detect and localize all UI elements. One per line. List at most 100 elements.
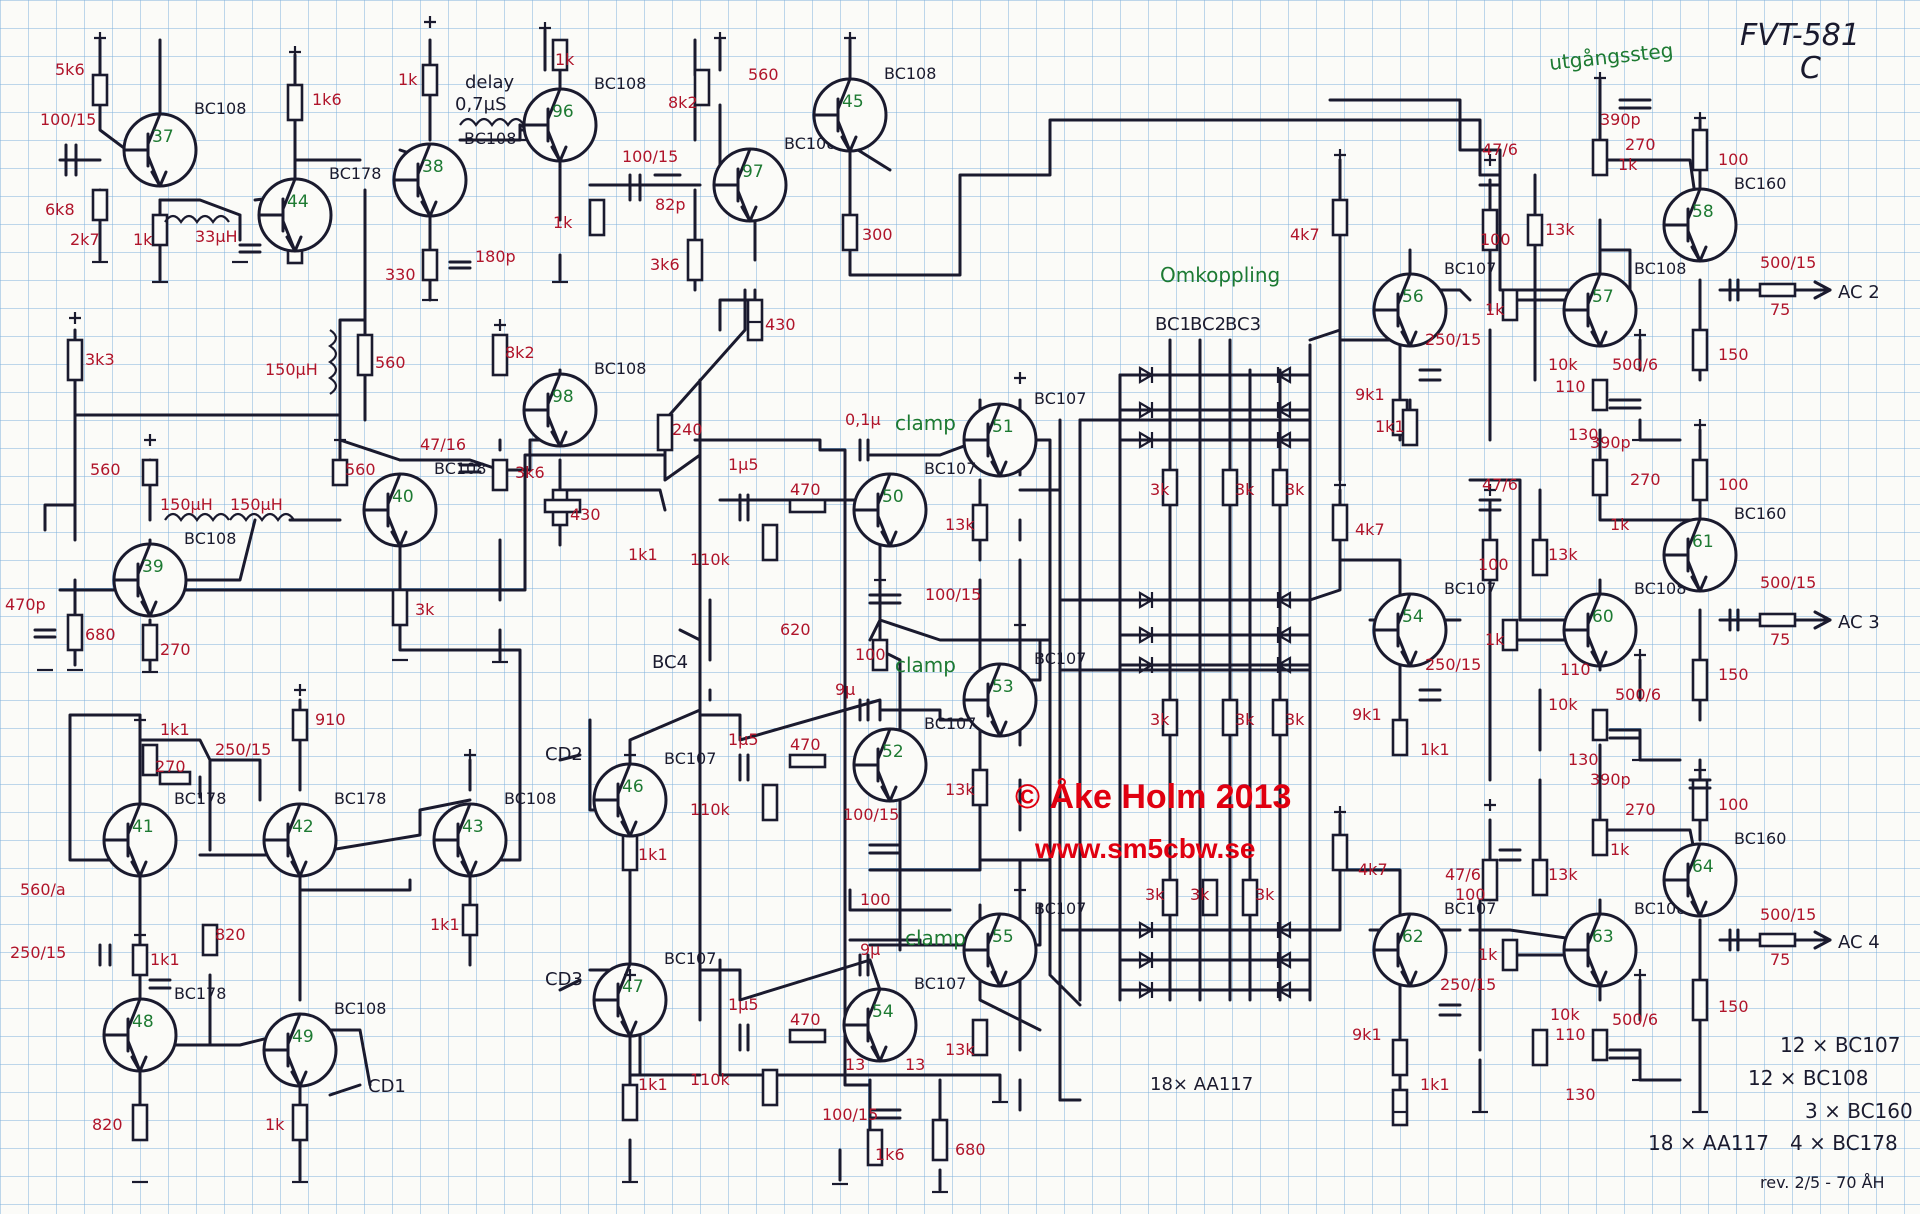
value-label: 3k <box>1145 885 1165 904</box>
value-label: 33µH <box>195 227 238 246</box>
resistor <box>1391 1038 1409 1077</box>
value-label: 330 <box>385 265 416 284</box>
value-label: 130 <box>1568 750 1599 769</box>
transistor-number: 45 <box>842 92 864 112</box>
resistor <box>788 1028 827 1044</box>
capacitor <box>1608 1048 1642 1060</box>
label-clamp-3: clamp <box>905 926 966 950</box>
resistor <box>356 333 374 377</box>
resistor <box>1271 468 1289 507</box>
diode <box>1138 591 1155 609</box>
transistor-symbol <box>962 662 1008 738</box>
value-label: 390p <box>1600 110 1641 129</box>
inductor-150uh-a <box>164 512 230 522</box>
value-label: 560 <box>375 353 406 372</box>
supply-plus-icon <box>714 32 726 44</box>
value-label: 910 <box>315 710 346 729</box>
resistor <box>1331 503 1349 542</box>
supply-plus-icon <box>294 684 306 696</box>
transistor-number: 53 <box>992 677 1014 697</box>
value-label: 270 <box>1625 800 1656 819</box>
capacitor <box>868 843 902 855</box>
resistor <box>931 1118 949 1162</box>
transistor-number: 64 <box>1692 857 1714 877</box>
value-label: 430 <box>765 315 796 334</box>
resistor <box>1481 208 1499 252</box>
supply-plus-icon <box>1334 806 1346 818</box>
capacitor <box>64 143 78 177</box>
value-label: 820 <box>215 925 246 944</box>
capacitor <box>33 628 57 639</box>
resistor <box>1481 538 1499 582</box>
resistor <box>66 338 84 382</box>
transistor-symbol <box>842 987 888 1063</box>
resistor <box>621 1083 639 1122</box>
value-label: 3k6 <box>515 463 545 482</box>
value-label: 9µ <box>835 680 855 699</box>
value-label: 500/15 <box>1760 253 1816 272</box>
transistor-number: 52 <box>882 742 904 762</box>
resistor <box>1501 938 1519 972</box>
transistor-type: BC107 <box>1444 579 1496 598</box>
label-omkoppling: Omkoppling <box>1160 263 1280 287</box>
value-label: 110 <box>1560 660 1591 679</box>
supply-plus-icon <box>1484 484 1496 496</box>
value-label: 4k7 <box>1358 860 1388 879</box>
value-label: 1k6 <box>312 90 342 109</box>
transistor-number: 49 <box>292 1027 314 1047</box>
transistor-type: BC107 <box>664 949 716 968</box>
value-label: 430 <box>570 505 601 524</box>
transistor-number: 38 <box>422 157 444 177</box>
resistor <box>141 458 159 487</box>
value-label: 470 <box>790 735 821 754</box>
resistor <box>971 503 989 542</box>
value-label: 6k8 <box>45 200 75 219</box>
diode <box>1138 366 1155 384</box>
supply-plus-icon <box>844 32 856 44</box>
capacitor <box>868 593 902 605</box>
transistor-symbol <box>1372 592 1418 668</box>
transistor-number: 40 <box>392 487 414 507</box>
diode <box>1138 656 1155 674</box>
resistor <box>491 458 509 492</box>
supply-plus-icon <box>134 714 146 726</box>
value-label: 3k <box>1285 480 1305 499</box>
value-label: 100 <box>1455 885 1486 904</box>
port-cd2: CD2 <box>545 744 583 765</box>
resistor <box>841 213 859 252</box>
value-label: 250/15 <box>215 740 271 759</box>
port-ac4: AC 4 <box>1838 932 1880 953</box>
value-label: 3k <box>1190 885 1210 904</box>
value-label: 47/16 <box>420 435 466 454</box>
supply-plus-icon <box>1014 619 1026 631</box>
value-label: 0,1µ <box>845 410 881 429</box>
value-label: 130 <box>1568 425 1599 444</box>
resistor <box>788 498 827 514</box>
capacitor <box>1438 1003 1462 1017</box>
copyright-text: © Åke Holm 2013 <box>1015 778 1291 816</box>
resistor <box>1391 1088 1409 1127</box>
port-bc4: BC4 <box>652 652 688 673</box>
website-text: www.sm5cbw.se <box>1034 833 1255 864</box>
value-label: 130 <box>1565 1085 1596 1104</box>
resistor <box>66 613 84 652</box>
transistor-type: BC160 <box>1734 829 1786 848</box>
resistor <box>543 498 582 514</box>
resistor <box>761 783 779 822</box>
value-label: 180p <box>475 247 516 266</box>
resistor <box>421 248 439 282</box>
value-label: 1k <box>1485 630 1505 649</box>
resistor <box>1691 978 1709 1022</box>
transistor-symbol <box>962 912 1008 988</box>
resistor <box>1201 878 1219 917</box>
supply-plus-icon <box>334 434 346 446</box>
resistor <box>1691 128 1709 172</box>
resistor <box>971 768 989 807</box>
value-label: 270 <box>160 640 191 659</box>
transistor-number: 51 <box>992 417 1014 437</box>
